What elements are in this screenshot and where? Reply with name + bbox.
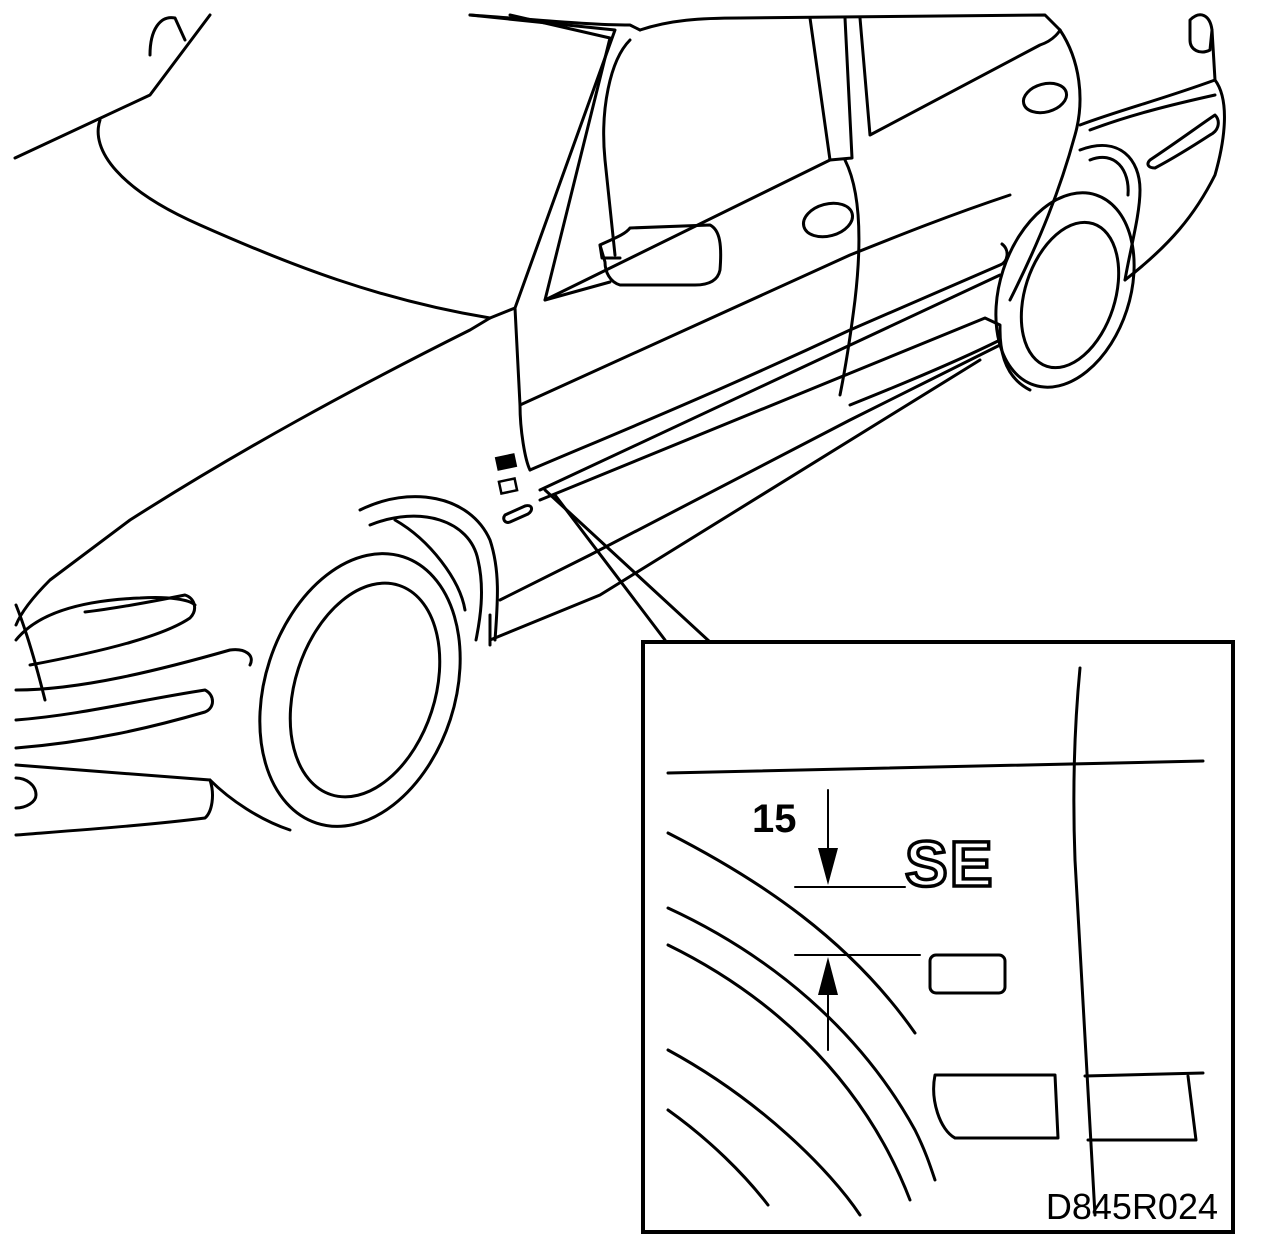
detail-inset: 15 SE D845R024	[641, 640, 1235, 1234]
dimension-label: 15	[752, 797, 797, 841]
car-body-outline	[13, 13, 1226, 837]
figure-reference-code: D845R024	[1046, 1186, 1218, 1227]
se-badge: SE	[905, 828, 994, 900]
